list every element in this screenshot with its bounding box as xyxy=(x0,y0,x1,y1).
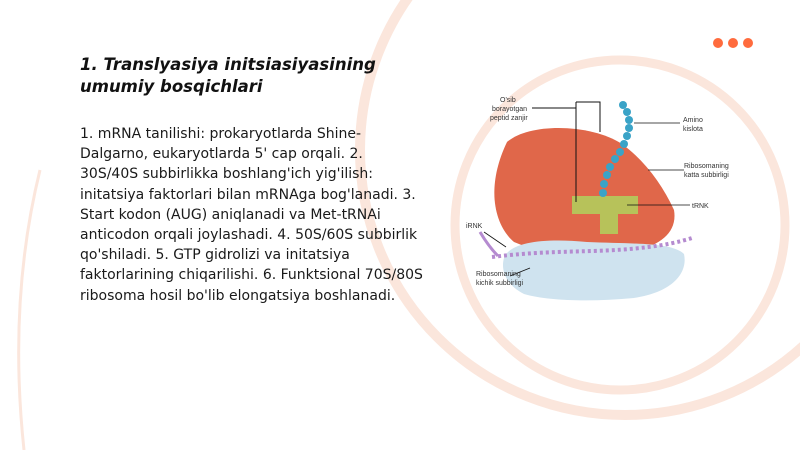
label-small-2: kichik subbirligi xyxy=(476,280,524,287)
label-amino-2: kislota xyxy=(683,126,703,133)
small-subunit xyxy=(502,240,685,301)
large-subunit xyxy=(494,127,675,256)
trna-molecule xyxy=(572,196,638,234)
mrna-tail xyxy=(478,231,500,258)
dot-icon xyxy=(728,38,738,48)
background-arc-large xyxy=(355,0,800,420)
label-peptide-2: borayotgan xyxy=(492,106,527,113)
ribosome-diagram: O'sib borayotgan peptid zanjir Amino kis… xyxy=(466,97,729,301)
label-amino-1: Amino xyxy=(683,117,703,124)
label-trnk: tRNK xyxy=(692,203,709,210)
mrna-strand xyxy=(491,236,693,259)
label-small-1: Ribosomaning xyxy=(476,271,521,278)
slide-title: 1. Translyasiya initsiasiyasining umumiy… xyxy=(80,55,376,96)
peptide-chain xyxy=(599,101,633,197)
label-large-1: Ribosomaning xyxy=(684,163,729,170)
label-peptide-3: peptid zanjir xyxy=(490,115,528,122)
dot-icon xyxy=(713,38,723,48)
dot-icon xyxy=(743,38,753,48)
label-peptide-1: O'sib xyxy=(500,97,516,104)
decorative-dots xyxy=(713,38,753,48)
background-arc-small xyxy=(450,55,790,395)
label-large-2: katta subbirligi xyxy=(684,172,729,179)
peptide-bracket xyxy=(532,101,601,202)
slide-body: 1. mRNA tanilishi: prokaryotlarda Shine-… xyxy=(80,126,423,304)
label-irnk: iRNK xyxy=(466,223,483,230)
background-arc-left xyxy=(17,169,42,450)
